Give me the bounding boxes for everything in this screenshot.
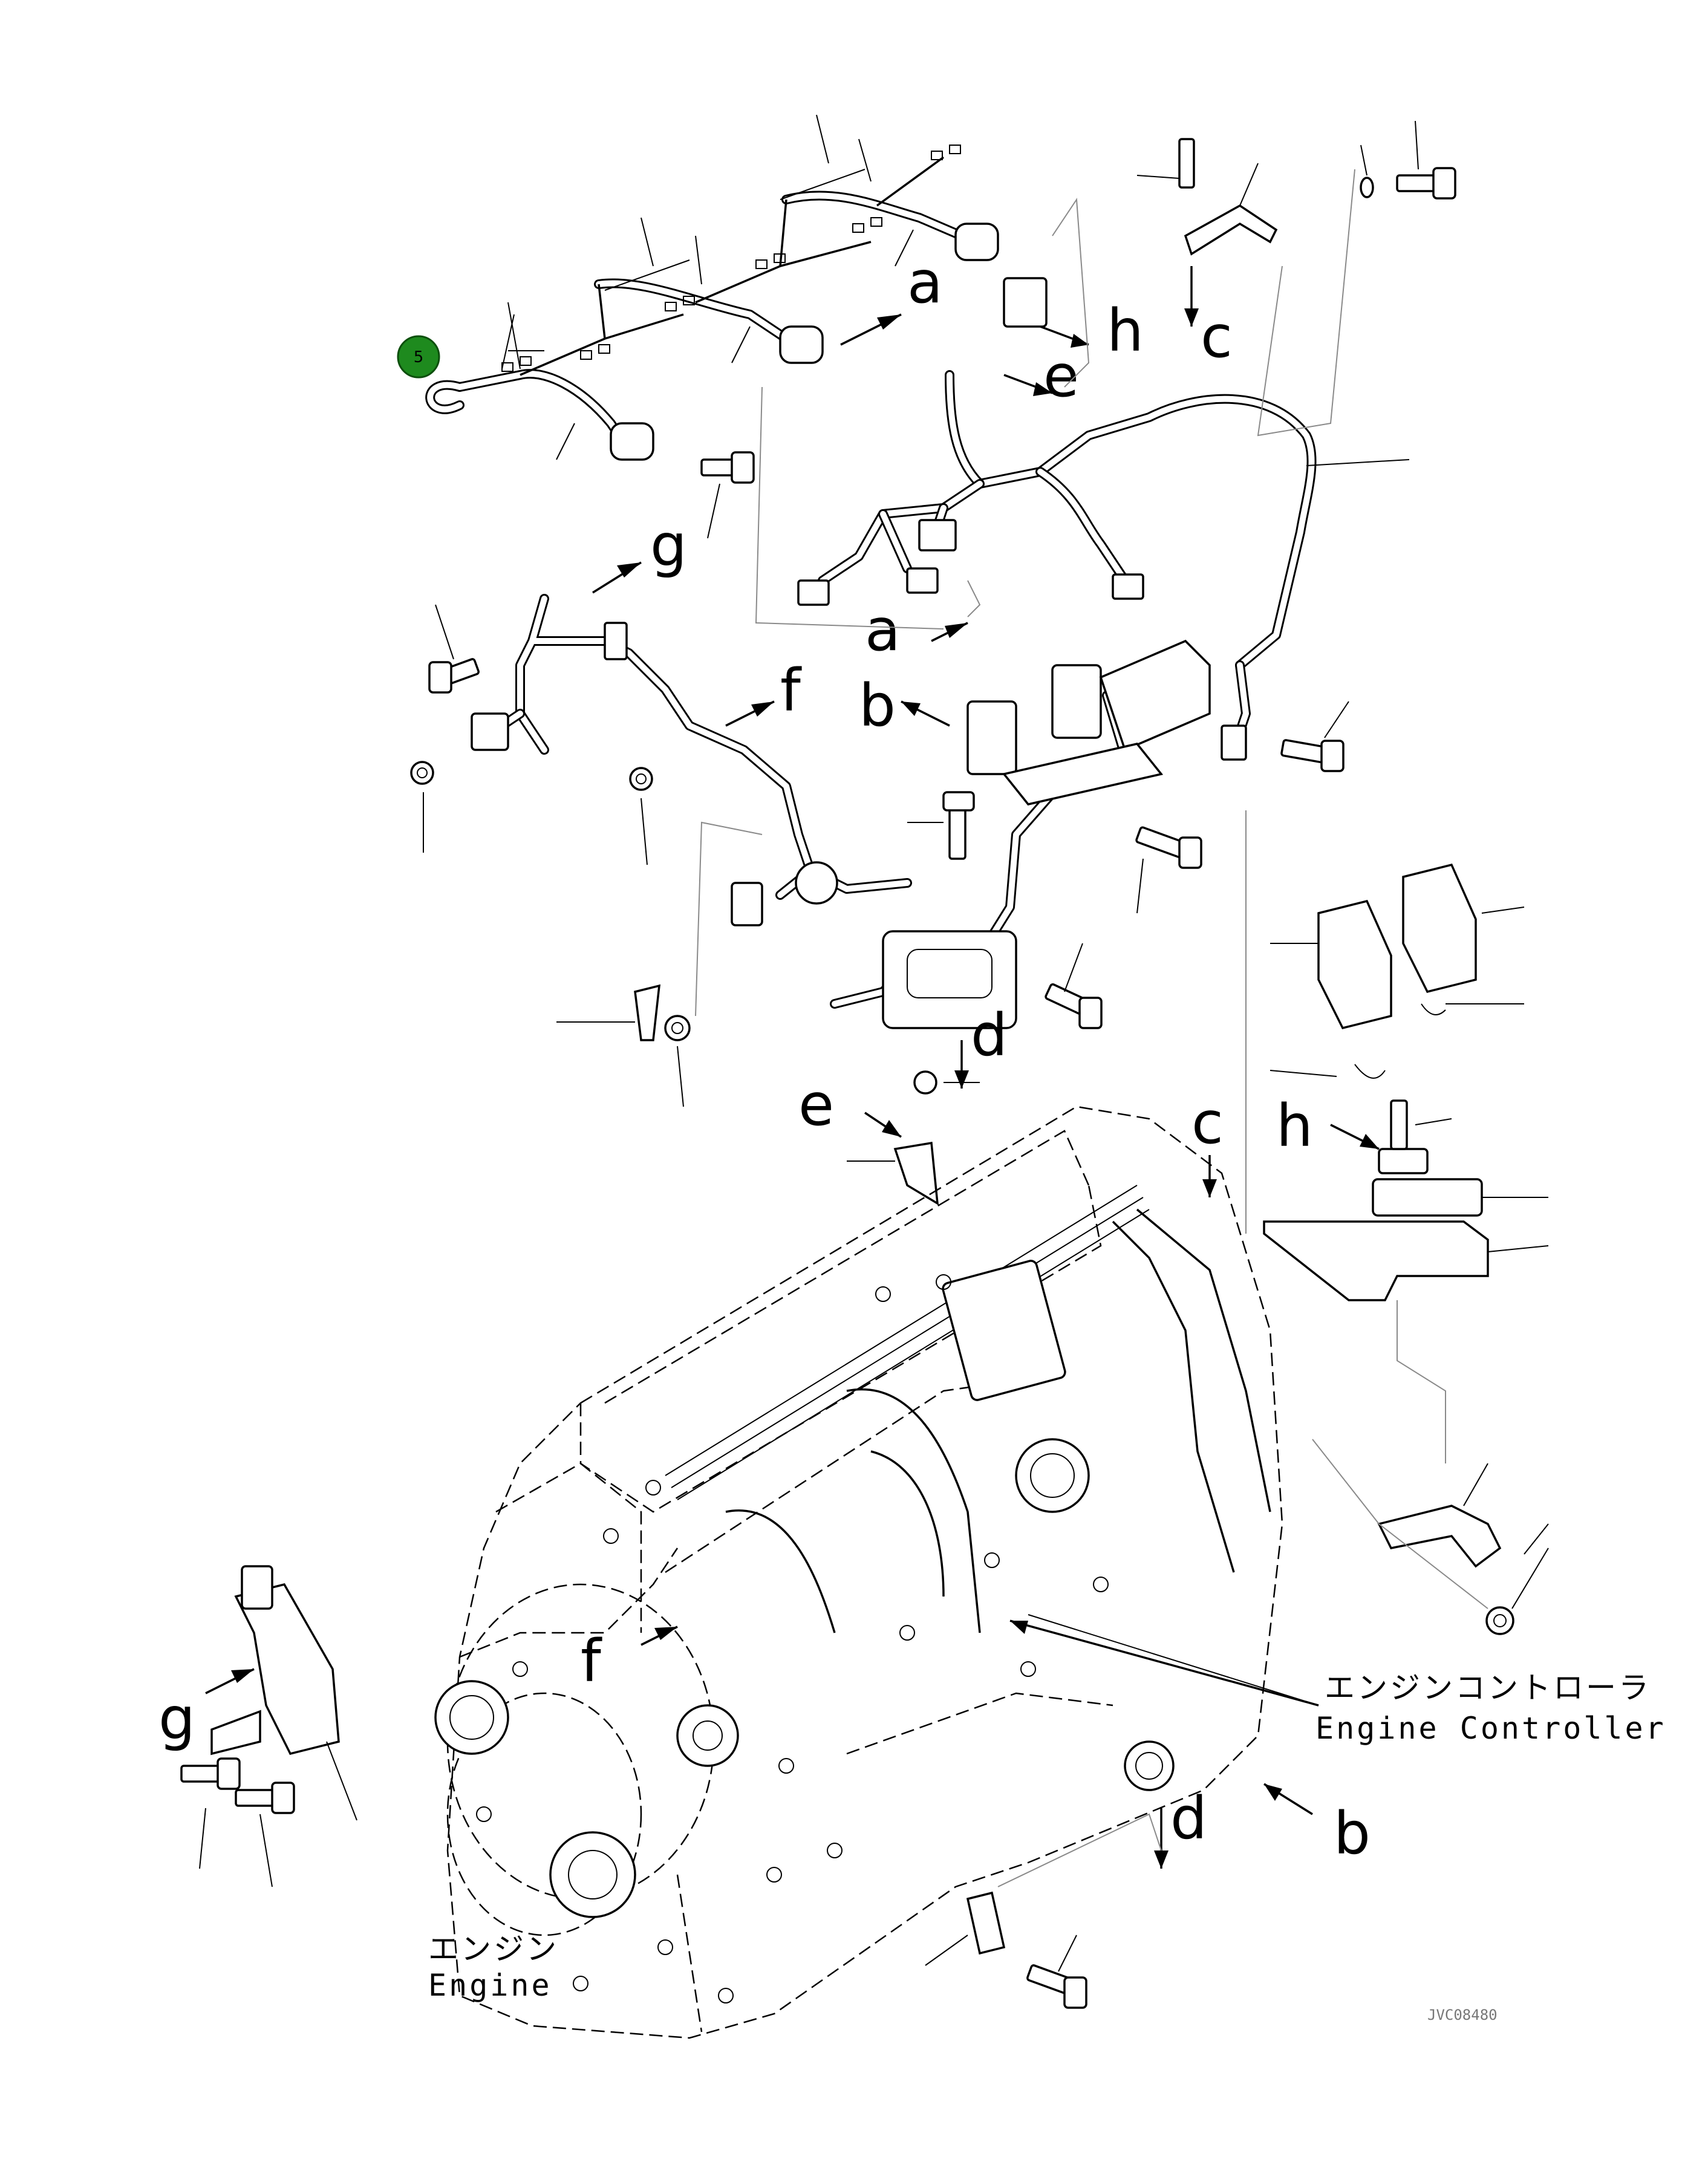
ecu-connector (1051, 664, 1102, 739)
controller-leader (1028, 1614, 1319, 1706)
injector-connector (954, 223, 999, 261)
main-wiring-harness (797, 277, 1317, 1029)
loose-parts (180, 120, 1549, 2009)
label-b-top: b (859, 672, 896, 740)
caption-controller-en: Engine Controller (1315, 1711, 1666, 1746)
label-d-bottom: d (1170, 1785, 1207, 1852)
injector-connector (610, 422, 654, 461)
label-b-bottom: b (1334, 1800, 1371, 1867)
sensor-bracket (234, 1583, 340, 1756)
label-f-top: f (780, 657, 802, 724)
caption-engine-en: Engine (428, 1968, 552, 2003)
item-number-badge: 5 (397, 335, 440, 379)
injector-harness (425, 114, 999, 539)
caption-engine-jp: エンジン (428, 1932, 559, 1967)
label-h-right: h (1276, 1092, 1313, 1160)
connector-cover (1317, 899, 1392, 1030)
drawing-code: JVC08480 (1427, 2007, 1498, 2023)
label-a-mid: a (865, 596, 901, 664)
label-d-top: d (971, 1001, 1008, 1069)
label-c-right: c (1191, 1089, 1224, 1157)
ecu-connector (966, 700, 1017, 775)
label-a-top: a (907, 249, 943, 316)
label-e-top: e (1043, 342, 1079, 410)
caption-controller-jp: エンジンコントローラ (1325, 1670, 1651, 1705)
label-h-top: h (1107, 297, 1144, 365)
label-g-left: g (158, 1685, 195, 1753)
sensor-harness-left (471, 594, 912, 926)
label-c-top: c (1201, 303, 1233, 371)
harness-connector (1003, 277, 1048, 328)
item-number-badge-text: 5 (414, 348, 424, 366)
bolt (700, 451, 755, 539)
label-g-top: g (650, 512, 687, 579)
harness-bracket (882, 930, 1017, 1029)
connector-cover (1402, 863, 1477, 994)
relay-bracket (1263, 1220, 1489, 1301)
injector-connector (779, 325, 824, 364)
label-f-left: f (581, 1627, 602, 1695)
engine-outline (434, 1105, 1283, 2039)
reference-arrows: a a b b c c d d e e f f g g h h (158, 249, 1380, 1869)
label-e-left: e (798, 1071, 834, 1139)
